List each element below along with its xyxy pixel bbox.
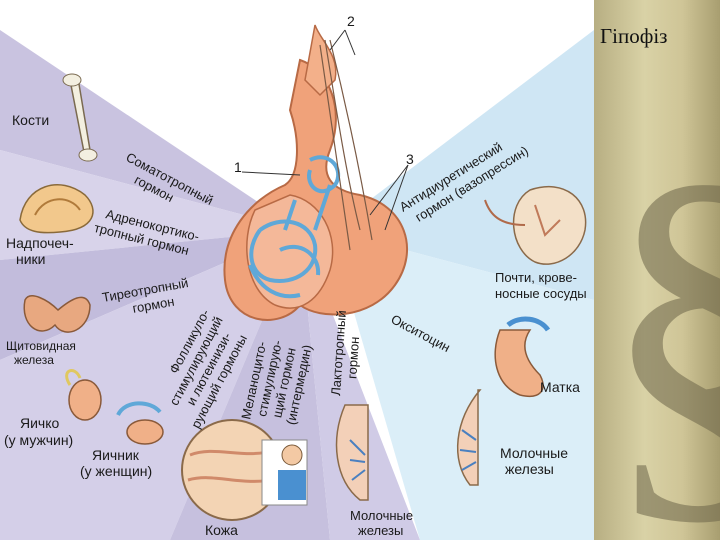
svg-text:§: §: [599, 96, 720, 540]
side-panel: §: [594, 0, 720, 545]
section-sign-ornament: §: [599, 96, 720, 545]
callout-lines: [241, 29, 409, 231]
posterior-nerve-fibers: [319, 39, 373, 251]
ovary-illustration: [116, 401, 164, 445]
label-adrenals-1: Надпочеч-: [6, 235, 74, 251]
sector-oxytocin: [330, 230, 594, 540]
hormone-prolactin-line2: гормон: [344, 336, 362, 379]
hormone-prolactin: Лактотропный гормон: [328, 310, 362, 396]
callout-2: 2: [347, 13, 355, 29]
callout-1: 1: [234, 159, 242, 175]
label-ovary-2: (у женщин): [80, 463, 152, 479]
mammary-illustration-bottom: [335, 404, 369, 501]
bone-illustration: [62, 73, 98, 162]
callout-3: 3: [406, 151, 414, 167]
testis-illustration: [65, 369, 102, 421]
label-mammary-right-2: железы: [505, 461, 554, 477]
sector-fsh: [0, 230, 300, 540]
label-bones: Кости: [12, 112, 49, 128]
slide-title: Гіпофіз: [600, 24, 668, 48]
label-testis-2: (у мужчин): [4, 432, 73, 448]
hormone-tsh-line2: гормон: [131, 294, 175, 316]
label-skin: Кожа: [205, 522, 238, 538]
label-ovary-1: Яичник: [92, 447, 140, 463]
sector-acth: [0, 150, 300, 260]
label-mammary-bottom-2: железы: [358, 523, 403, 538]
skin-illustration: [181, 419, 308, 521]
hormone-prolactin-line1: Лактотропный: [328, 310, 349, 396]
label-kidney-2: носные сосуды: [495, 286, 587, 301]
mammary-illustration-right: [457, 389, 482, 486]
kidney-illustration: [484, 185, 587, 265]
uterus-illustration: [494, 316, 551, 397]
label-adrenals-2: ники: [16, 251, 46, 267]
portal-vessels: [248, 155, 341, 299]
label-mammary-right-1: Молочные: [500, 445, 568, 461]
label-testis-1: Яичко: [20, 415, 60, 431]
adrenal-illustration: [19, 184, 94, 234]
thyroid-illustration: [23, 295, 91, 333]
label-thyroid-1: Щитовидная: [6, 339, 76, 353]
label-uterus: Матка: [540, 379, 580, 395]
label-mammary-bottom-1: Молочные: [350, 508, 413, 523]
label-kidney-1: Почти, крове-: [495, 270, 577, 285]
label-thyroid-2: железа: [14, 353, 54, 367]
